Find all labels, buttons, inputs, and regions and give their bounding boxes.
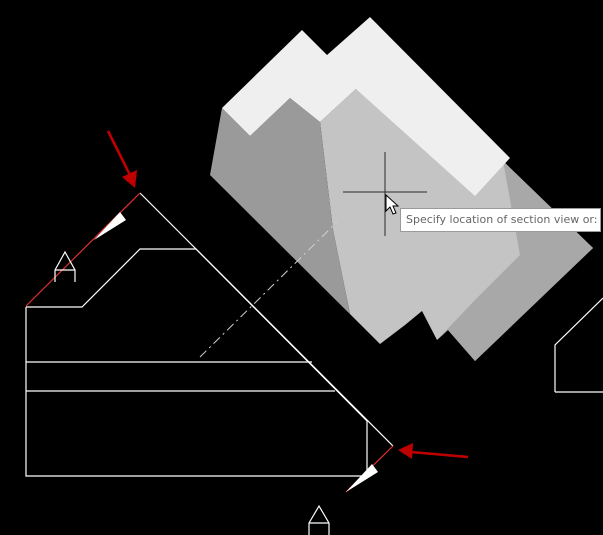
base-view-right-edge-partial — [554, 297, 603, 392]
annotation-arrow-top-head — [122, 170, 137, 188]
annotation-arrows — [106, 130, 469, 459]
mouse-pointer-icon — [385, 193, 400, 215]
annotation-arrow-right-head — [398, 443, 413, 459]
section-line-red-end-upper — [25, 192, 141, 307]
crosshair-cursor-icon — [343, 152, 427, 236]
preview-side-face — [210, 98, 380, 344]
section-line-upper-leg — [139, 192, 179, 232]
annotation-arrow-top-shaft — [106, 130, 132, 176]
alignment-tracking-line — [199, 221, 338, 358]
section-arrowheads — [94, 212, 378, 492]
tooltip-prompt-text: Specify location of section view or: — [406, 213, 598, 226]
command-prompt-tooltip: Specify location of section view or: — [400, 208, 601, 232]
annotation-arrow-right-shaft — [410, 450, 469, 459]
preview-top-face — [222, 17, 510, 196]
section-line-main — [177, 230, 394, 447]
section-marker-lower — [308, 504, 330, 535]
section-arrowhead-lower — [346, 464, 378, 492]
section-identifier-markers — [54, 250, 330, 535]
section-view-preview — [210, 17, 593, 361]
section-marker-upper — [54, 250, 76, 282]
section-arrowhead-upper — [94, 212, 126, 240]
